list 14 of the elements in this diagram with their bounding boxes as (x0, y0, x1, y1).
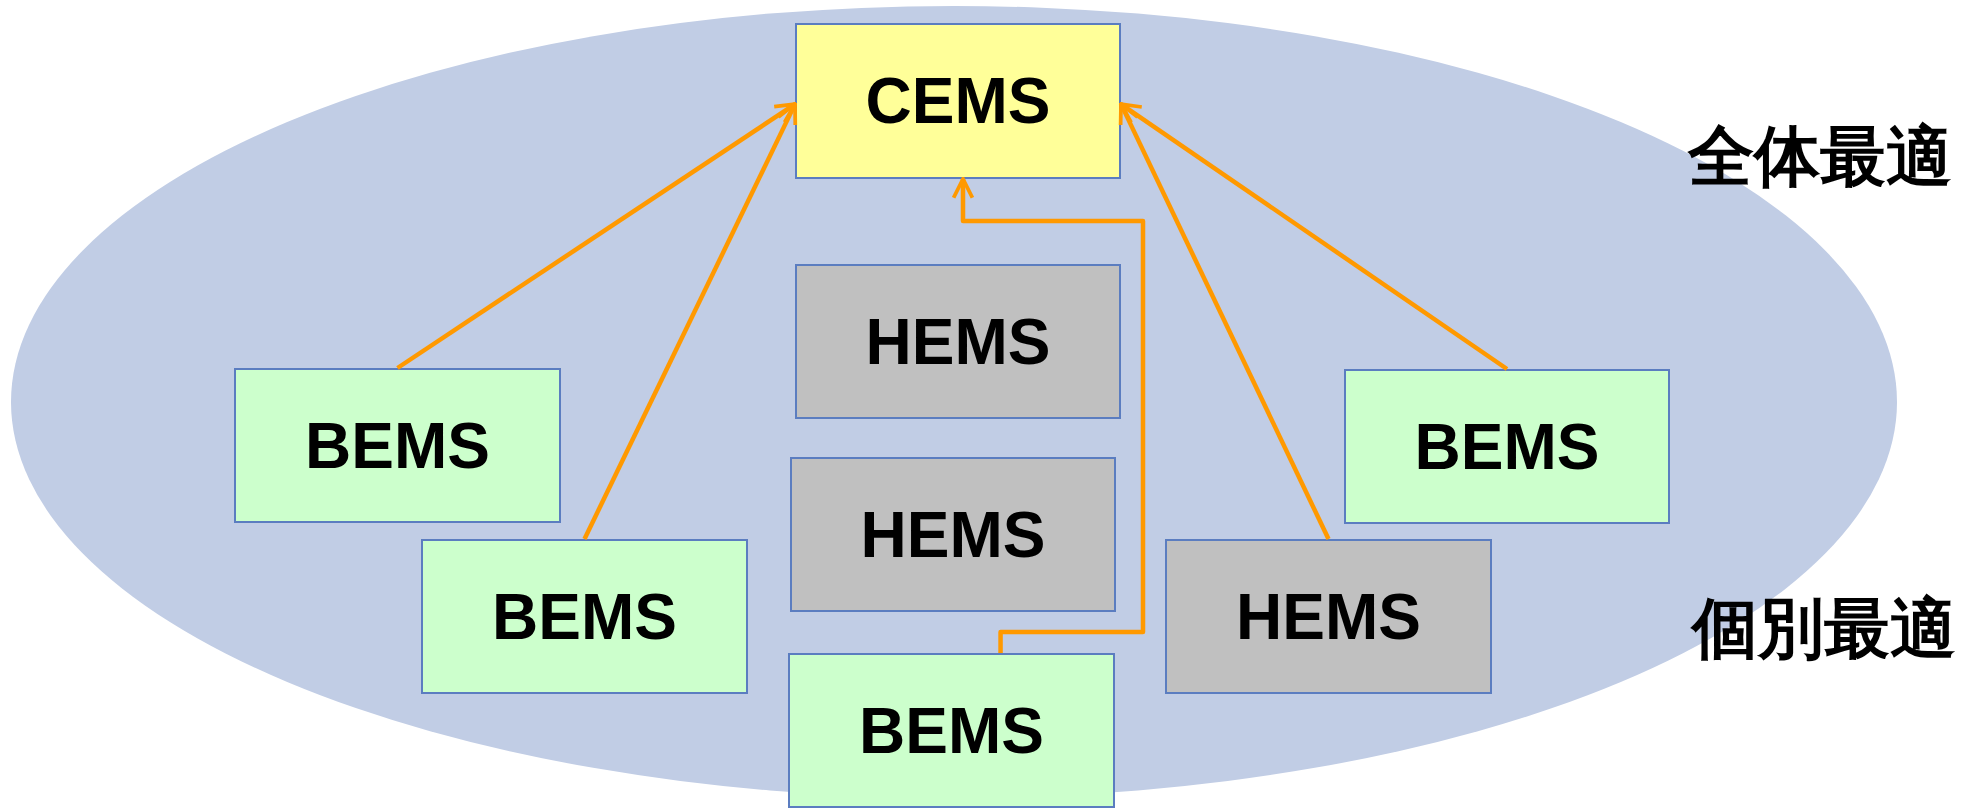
arrow (396, 102, 797, 370)
level-label: 全体最適 (1688, 117, 1952, 197)
process-box: HEMS (1165, 539, 1492, 694)
level-label: 個別最適 (1692, 589, 1956, 669)
arrow (1119, 102, 1509, 371)
arrow (951, 177, 1146, 653)
process-box: BEMS (1344, 369, 1670, 524)
process-box: BEMS (234, 368, 561, 523)
arrow (582, 102, 798, 540)
process-box: BEMS (788, 653, 1115, 808)
process-box: HEMS (795, 264, 1121, 419)
process-box: BEMS (421, 539, 748, 694)
process-box: HEMS (790, 457, 1116, 612)
process-box: CEMS (795, 23, 1121, 179)
